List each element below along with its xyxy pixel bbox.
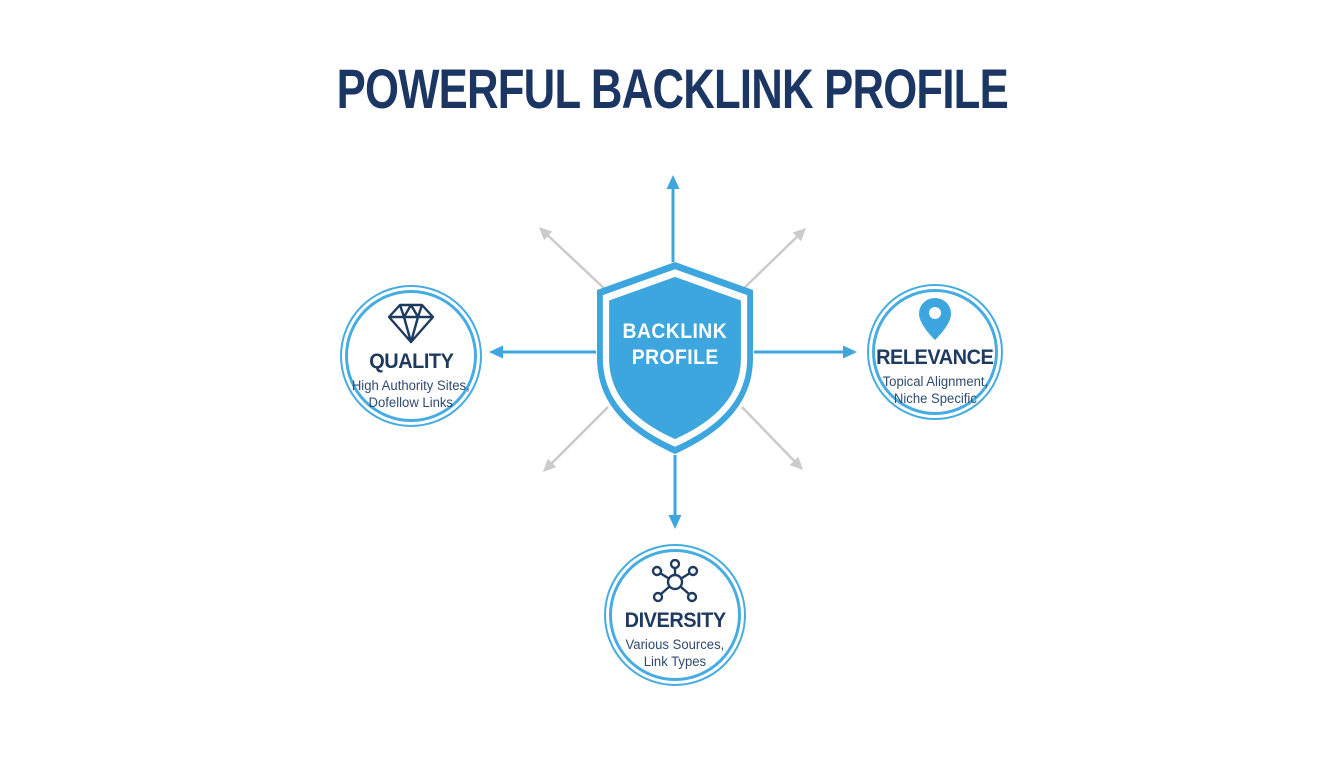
shield-label-line1: BACKLINK xyxy=(622,319,728,343)
shield-icon xyxy=(597,262,753,454)
node-diversity: DIVERSITY Various Sources, Link Types xyxy=(604,544,746,686)
node-relevance: RELEVANCE Topical Alignment, Niche Speci… xyxy=(867,284,1003,420)
node-desc: Topical Alignment, Niche Specific xyxy=(882,373,988,408)
node-inner-ring xyxy=(345,290,477,422)
node-quality: QUALITY High Authority Sites, Dofellow L… xyxy=(340,285,482,427)
node-desc-line1: Topical Alignment, xyxy=(882,373,988,389)
node-desc-line2: Niche Specific xyxy=(893,391,977,407)
node-desc: Various Sources, Link Types xyxy=(626,636,725,671)
node-desc: High Authority Sites, Dofellow Links xyxy=(352,377,470,412)
page-title: POWERFUL BACKLINK PROFILE xyxy=(336,57,1008,120)
node-desc-line1: Various Sources, xyxy=(625,636,725,652)
node-label: QUALITY xyxy=(368,350,454,374)
shield-badge: BACKLINK PROFILE xyxy=(591,259,759,457)
node-desc-line2: Dofellow Links xyxy=(368,395,454,411)
node-inner-ring xyxy=(609,549,741,681)
node-desc-line1: High Authority Sites, xyxy=(352,377,470,393)
shield-label-line2: PROFILE xyxy=(631,346,719,369)
shield-label: BACKLINK PROFILE xyxy=(591,259,759,457)
page-title-wrap: POWERFUL BACKLINK PROFILE xyxy=(0,56,1344,121)
node-label: RELEVANCE xyxy=(876,346,994,370)
node-label: DIVERSITY xyxy=(624,609,726,633)
node-desc-line2: Link Types xyxy=(643,654,707,670)
node-inner-ring xyxy=(872,289,998,415)
